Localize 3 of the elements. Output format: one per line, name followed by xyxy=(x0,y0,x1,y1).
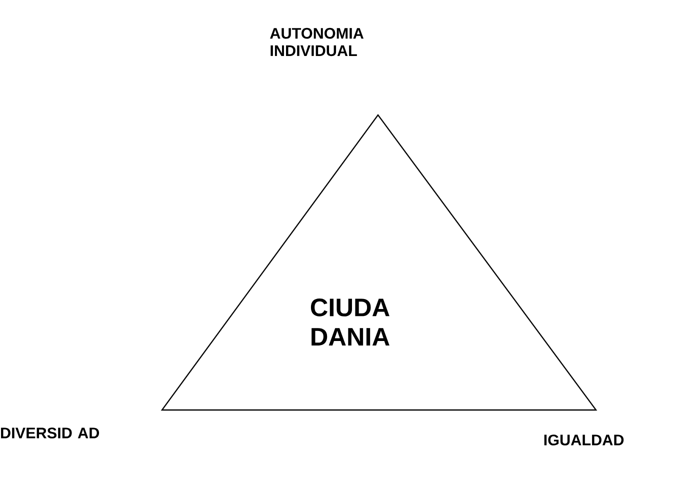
corner-label: AUTONOMIA INDIVIDUAL xyxy=(270,28,364,56)
corner-label: IGUALDAD xyxy=(544,434,624,446)
corner-label: DIVERSID AD xyxy=(1,428,100,438)
